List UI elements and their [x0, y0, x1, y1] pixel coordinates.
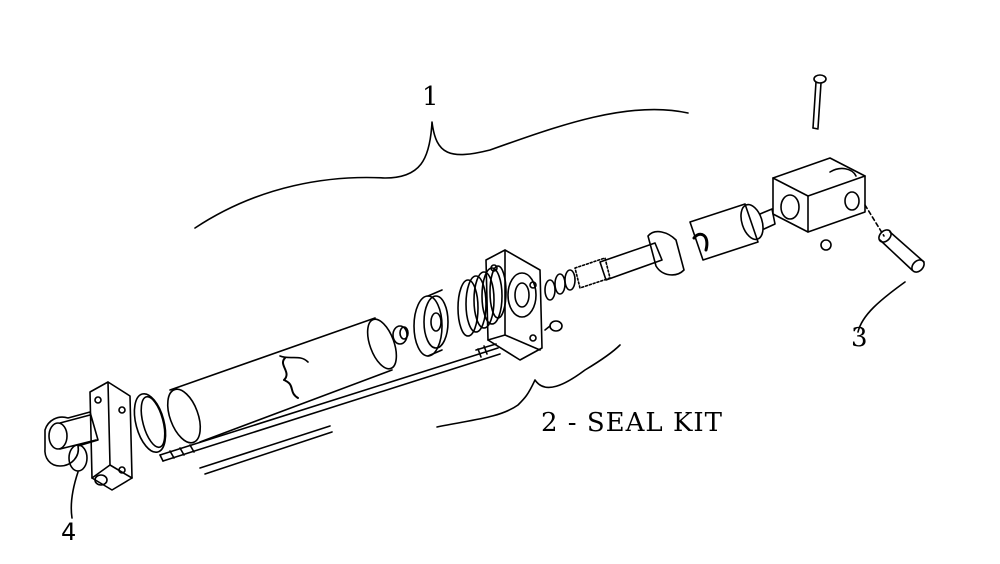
- cotter-pin: [812, 74, 827, 130]
- cap-end: [89, 381, 133, 491]
- piston-nut: [392, 325, 409, 345]
- rod-end-tube: [689, 203, 776, 261]
- brace-1: [194, 108, 689, 229]
- cylinder-barrel: [166, 317, 398, 444]
- leader-3: [857, 281, 906, 333]
- leader-4: [70, 471, 79, 519]
- barrel-o-ring: [133, 392, 167, 454]
- rod-end-cap: [485, 249, 543, 361]
- hex-nut-right: [544, 320, 563, 332]
- clevis-pin: [864, 204, 925, 273]
- cap-clevis: [44, 411, 99, 472]
- piston: [413, 289, 449, 357]
- brace-2-seal-kit: [436, 344, 621, 428]
- hex-nut-left: [94, 474, 108, 486]
- piston-rod: [574, 230, 685, 289]
- callout-2-seal-kit: 2 - SEAL KIT: [541, 408, 723, 438]
- tie-rods: [159, 343, 501, 475]
- piston-seal-stack: [457, 265, 507, 337]
- callout-3: 3: [851, 323, 868, 353]
- rod-seal-rings: [544, 269, 576, 301]
- rod-clevis: [772, 157, 866, 251]
- callout-4: 4: [61, 518, 77, 546]
- callout-1: 1: [422, 82, 439, 112]
